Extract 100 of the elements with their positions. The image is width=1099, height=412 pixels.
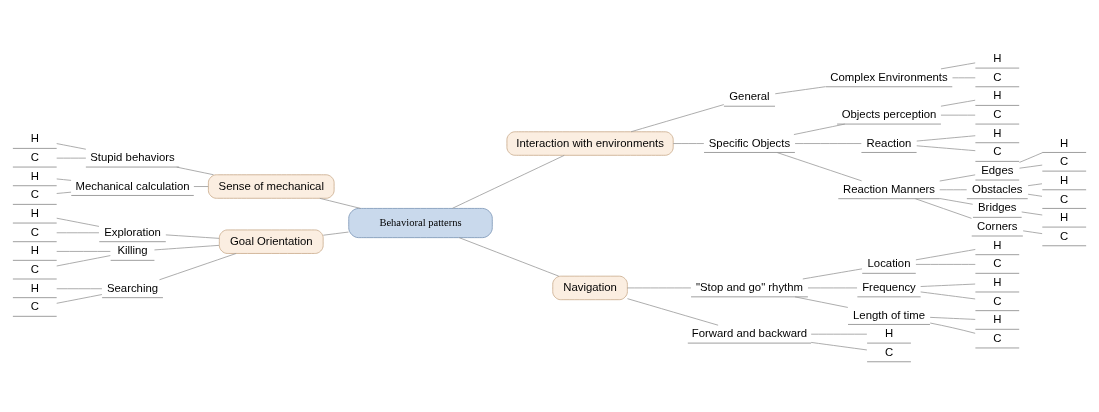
node-text: Obstacles (972, 182, 1023, 195)
connector (1027, 193, 1043, 197)
node-text: C (884, 345, 894, 358)
connector (56, 191, 72, 194)
connector (915, 264, 976, 265)
node-text: Complex Environments (830, 70, 948, 83)
connector (165, 234, 220, 239)
node-text: Exploration (104, 225, 161, 238)
node-box: Navigation (552, 275, 628, 301)
node-text: H (993, 276, 1002, 289)
node-text: H (1060, 173, 1069, 186)
node-text: Frequency (862, 280, 916, 293)
connector (56, 288, 103, 290)
connector (322, 231, 349, 236)
node-text: Specific Objects (708, 136, 791, 149)
node-text: H (30, 132, 39, 145)
connector (914, 198, 972, 219)
connector (920, 291, 976, 300)
connector (56, 143, 87, 150)
connector (672, 143, 705, 144)
connector (793, 123, 846, 135)
connector (794, 143, 862, 144)
node-text: Corners (977, 220, 1018, 233)
connector (920, 283, 976, 287)
connector (940, 99, 976, 107)
node-text: H (884, 327, 894, 340)
connector (774, 86, 826, 95)
connector (630, 104, 725, 133)
node-box: Behavioral patterns (348, 208, 493, 239)
connector (916, 135, 976, 142)
connector (940, 114, 976, 116)
node-text: General (729, 90, 770, 103)
connector (810, 333, 868, 335)
connector (56, 178, 72, 181)
connector (458, 237, 560, 277)
node-text: C (993, 257, 1002, 270)
connector (176, 166, 214, 176)
connector (915, 249, 976, 261)
connector (1027, 183, 1043, 187)
node-text: C (30, 300, 39, 313)
node-text: Reaction Manners (842, 182, 936, 195)
node-text: Mechanical calculation (75, 179, 190, 192)
node-text: C (30, 263, 39, 276)
node-text: Reaction (866, 136, 912, 149)
node-text: C (993, 108, 1002, 121)
node-text: H (30, 281, 39, 294)
node-text: H (1060, 136, 1069, 149)
node-text: H (993, 52, 1002, 65)
node-box: Goal Orientation (218, 229, 324, 254)
connector (1019, 164, 1043, 169)
connector (929, 316, 976, 320)
node-box: Sense of mechanical (207, 174, 335, 199)
node-text: H (993, 313, 1002, 326)
connector (56, 232, 100, 234)
connector (154, 244, 220, 251)
connector (319, 197, 361, 209)
node-text: Edges (981, 164, 1014, 177)
node-text: C (30, 188, 39, 201)
connector (807, 287, 858, 289)
connector (627, 287, 692, 289)
connector (56, 294, 103, 304)
node-text: H (993, 126, 1002, 139)
node-text: H (30, 169, 39, 182)
connector (952, 77, 976, 79)
node-text: Objects perception (841, 108, 937, 121)
node-text: Killing (117, 244, 148, 257)
node-text: C (30, 151, 39, 164)
node-text: Length of time (853, 308, 925, 321)
connector (56, 255, 111, 267)
node-box: Interaction with environments (506, 131, 674, 156)
connector (810, 342, 868, 351)
connector (193, 186, 209, 187)
connector (56, 157, 87, 159)
connector (939, 174, 976, 182)
connector (916, 145, 976, 152)
node-text: C (993, 70, 1002, 83)
connector (1019, 152, 1044, 163)
connector (627, 298, 719, 326)
node-text: C (30, 225, 39, 238)
connector (939, 198, 974, 205)
connector (159, 253, 237, 281)
connector (776, 152, 862, 182)
node-text: C (993, 145, 1002, 158)
node-text: Stupid behaviors (90, 151, 175, 164)
connector (56, 217, 100, 227)
node-text: C (1060, 192, 1069, 205)
node-text: C (993, 294, 1002, 307)
node-text: Searching (106, 281, 159, 294)
node-text: C (993, 332, 1002, 345)
node-text: H (993, 238, 1002, 251)
node-text: Forward and backward (691, 327, 808, 340)
connector (929, 322, 976, 334)
node-text: "Stop and go" rhythm (695, 280, 803, 293)
connector (802, 268, 863, 280)
connector (1022, 230, 1043, 235)
connector (452, 154, 565, 209)
connector (794, 296, 849, 308)
connector (1021, 211, 1043, 216)
node-text: Location (867, 257, 911, 270)
node-text: H (30, 207, 39, 220)
